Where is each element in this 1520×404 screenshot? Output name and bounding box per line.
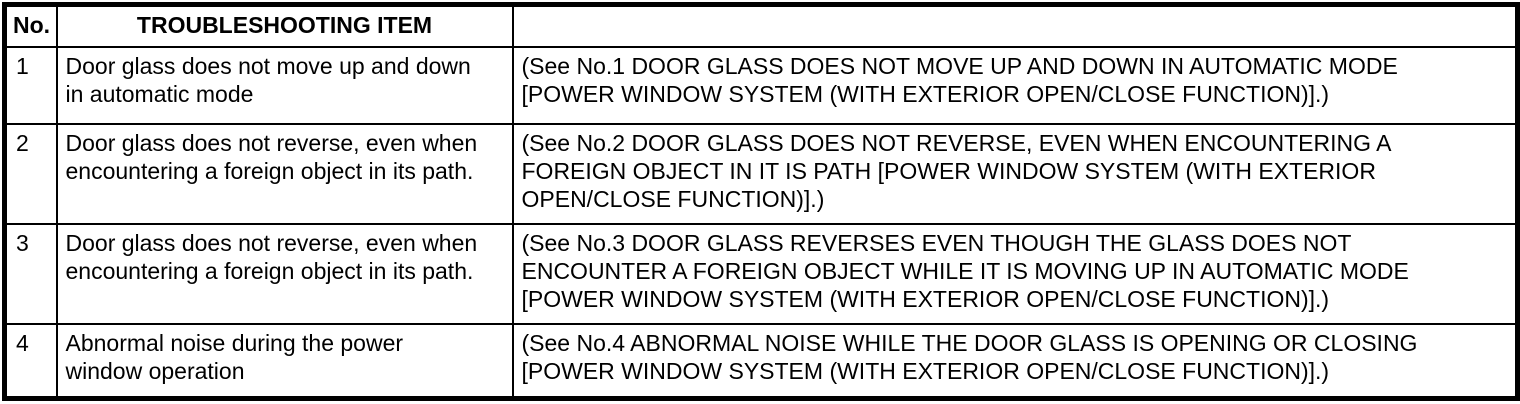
- trouble-item-cell: Door glass does not reverse, even when e…: [55, 222, 514, 325]
- table-row: 1 Door glass does not move up and down i…: [3, 45, 1519, 125]
- trouble-item-cell: Door glass does not reverse, even when e…: [55, 122, 514, 225]
- table-row: 2 Door glass does not reverse, even when…: [3, 122, 1519, 225]
- column-header-troubleshooting-item: TROUBLESHOOTING ITEM: [55, 3, 514, 48]
- reference-cell: (See No.3 DOOR GLASS REVERSES EVEN THOUG…: [511, 222, 1519, 325]
- row-number-cell: 4: [3, 322, 58, 400]
- table-row: 3 Door glass does not reverse, even when…: [3, 222, 1519, 325]
- trouble-item-cell: Abnormal noise during the power window o…: [55, 322, 514, 400]
- row-number-cell: 1: [3, 45, 58, 125]
- reference-cell: (See No.4 ABNORMAL NOISE WHILE THE DOOR …: [511, 322, 1519, 400]
- table-header-row: No. TROUBLESHOOTING ITEM: [3, 3, 1519, 48]
- reference-cell: (See No.2 DOOR GLASS DOES NOT REVERSE, E…: [511, 122, 1519, 225]
- reference-cell: (See No.1 DOOR GLASS DOES NOT MOVE UP AN…: [511, 45, 1519, 125]
- row-number-cell: 2: [3, 122, 58, 225]
- row-number-cell: 3: [3, 222, 58, 325]
- column-header-no: No.: [3, 3, 58, 48]
- table-row: 4 Abnormal noise during the power window…: [3, 322, 1519, 400]
- trouble-item-cell: Door glass does not move up and down in …: [55, 45, 514, 125]
- column-header-reference: [511, 3, 1519, 48]
